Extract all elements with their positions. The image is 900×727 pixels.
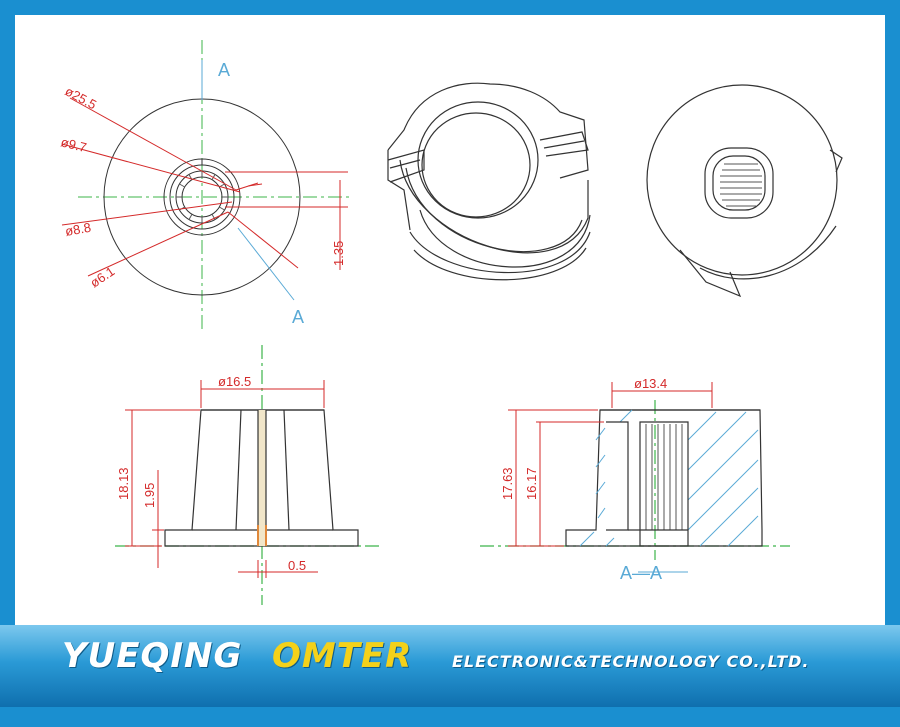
section-spline-lines [645,424,683,530]
section-dimension-lines [508,382,713,547]
dim-slot-width: 0.5 [288,558,306,573]
side-view [115,345,380,605]
front-view [61,40,350,330]
brand-secondary: OMTER [272,636,413,676]
dim-spline-inner-diameter: ø6.1 [87,264,117,291]
front-dimension-lines [61,97,348,277]
section-arrow-bottom [237,227,295,301]
dim-section-inner-height: 16.17 [524,467,539,500]
dim-bore-top-diameter: ø13.4 [634,376,667,391]
dim-base-height: 1.95 [142,483,157,508]
section-mark-bottom: A [292,307,304,327]
isometric-view-bottom [646,84,843,298]
dim-top-diameter: ø16.5 [218,374,251,389]
dim-total-height: 18.13 [116,467,131,500]
section-hatch [579,409,759,547]
section-caption: A—A [620,563,662,583]
dim-outer-diameter: ø25.5 [63,83,99,112]
dim-spline-outer-diameter: ø8.8 [64,220,92,239]
isometric-view-knob [387,82,591,281]
slot-gap [258,410,266,546]
company-banner [0,625,900,707]
brand-primary: YUEQING [62,636,243,676]
section-mark-top: A [218,60,230,80]
dim-slot-offset: 1.35 [331,241,346,266]
frame-bottom [0,707,900,727]
drawing-area [15,15,885,625]
side-dimension-lines [125,380,325,578]
dim-bore-diameter: ø9.7 [59,134,88,155]
spline-hatch [720,163,762,207]
section-view [480,382,790,573]
dim-section-total-height: 17.63 [500,467,515,500]
company-name: ELECTRONIC&TECHNOLOGY CO.,LTD. [452,652,810,671]
